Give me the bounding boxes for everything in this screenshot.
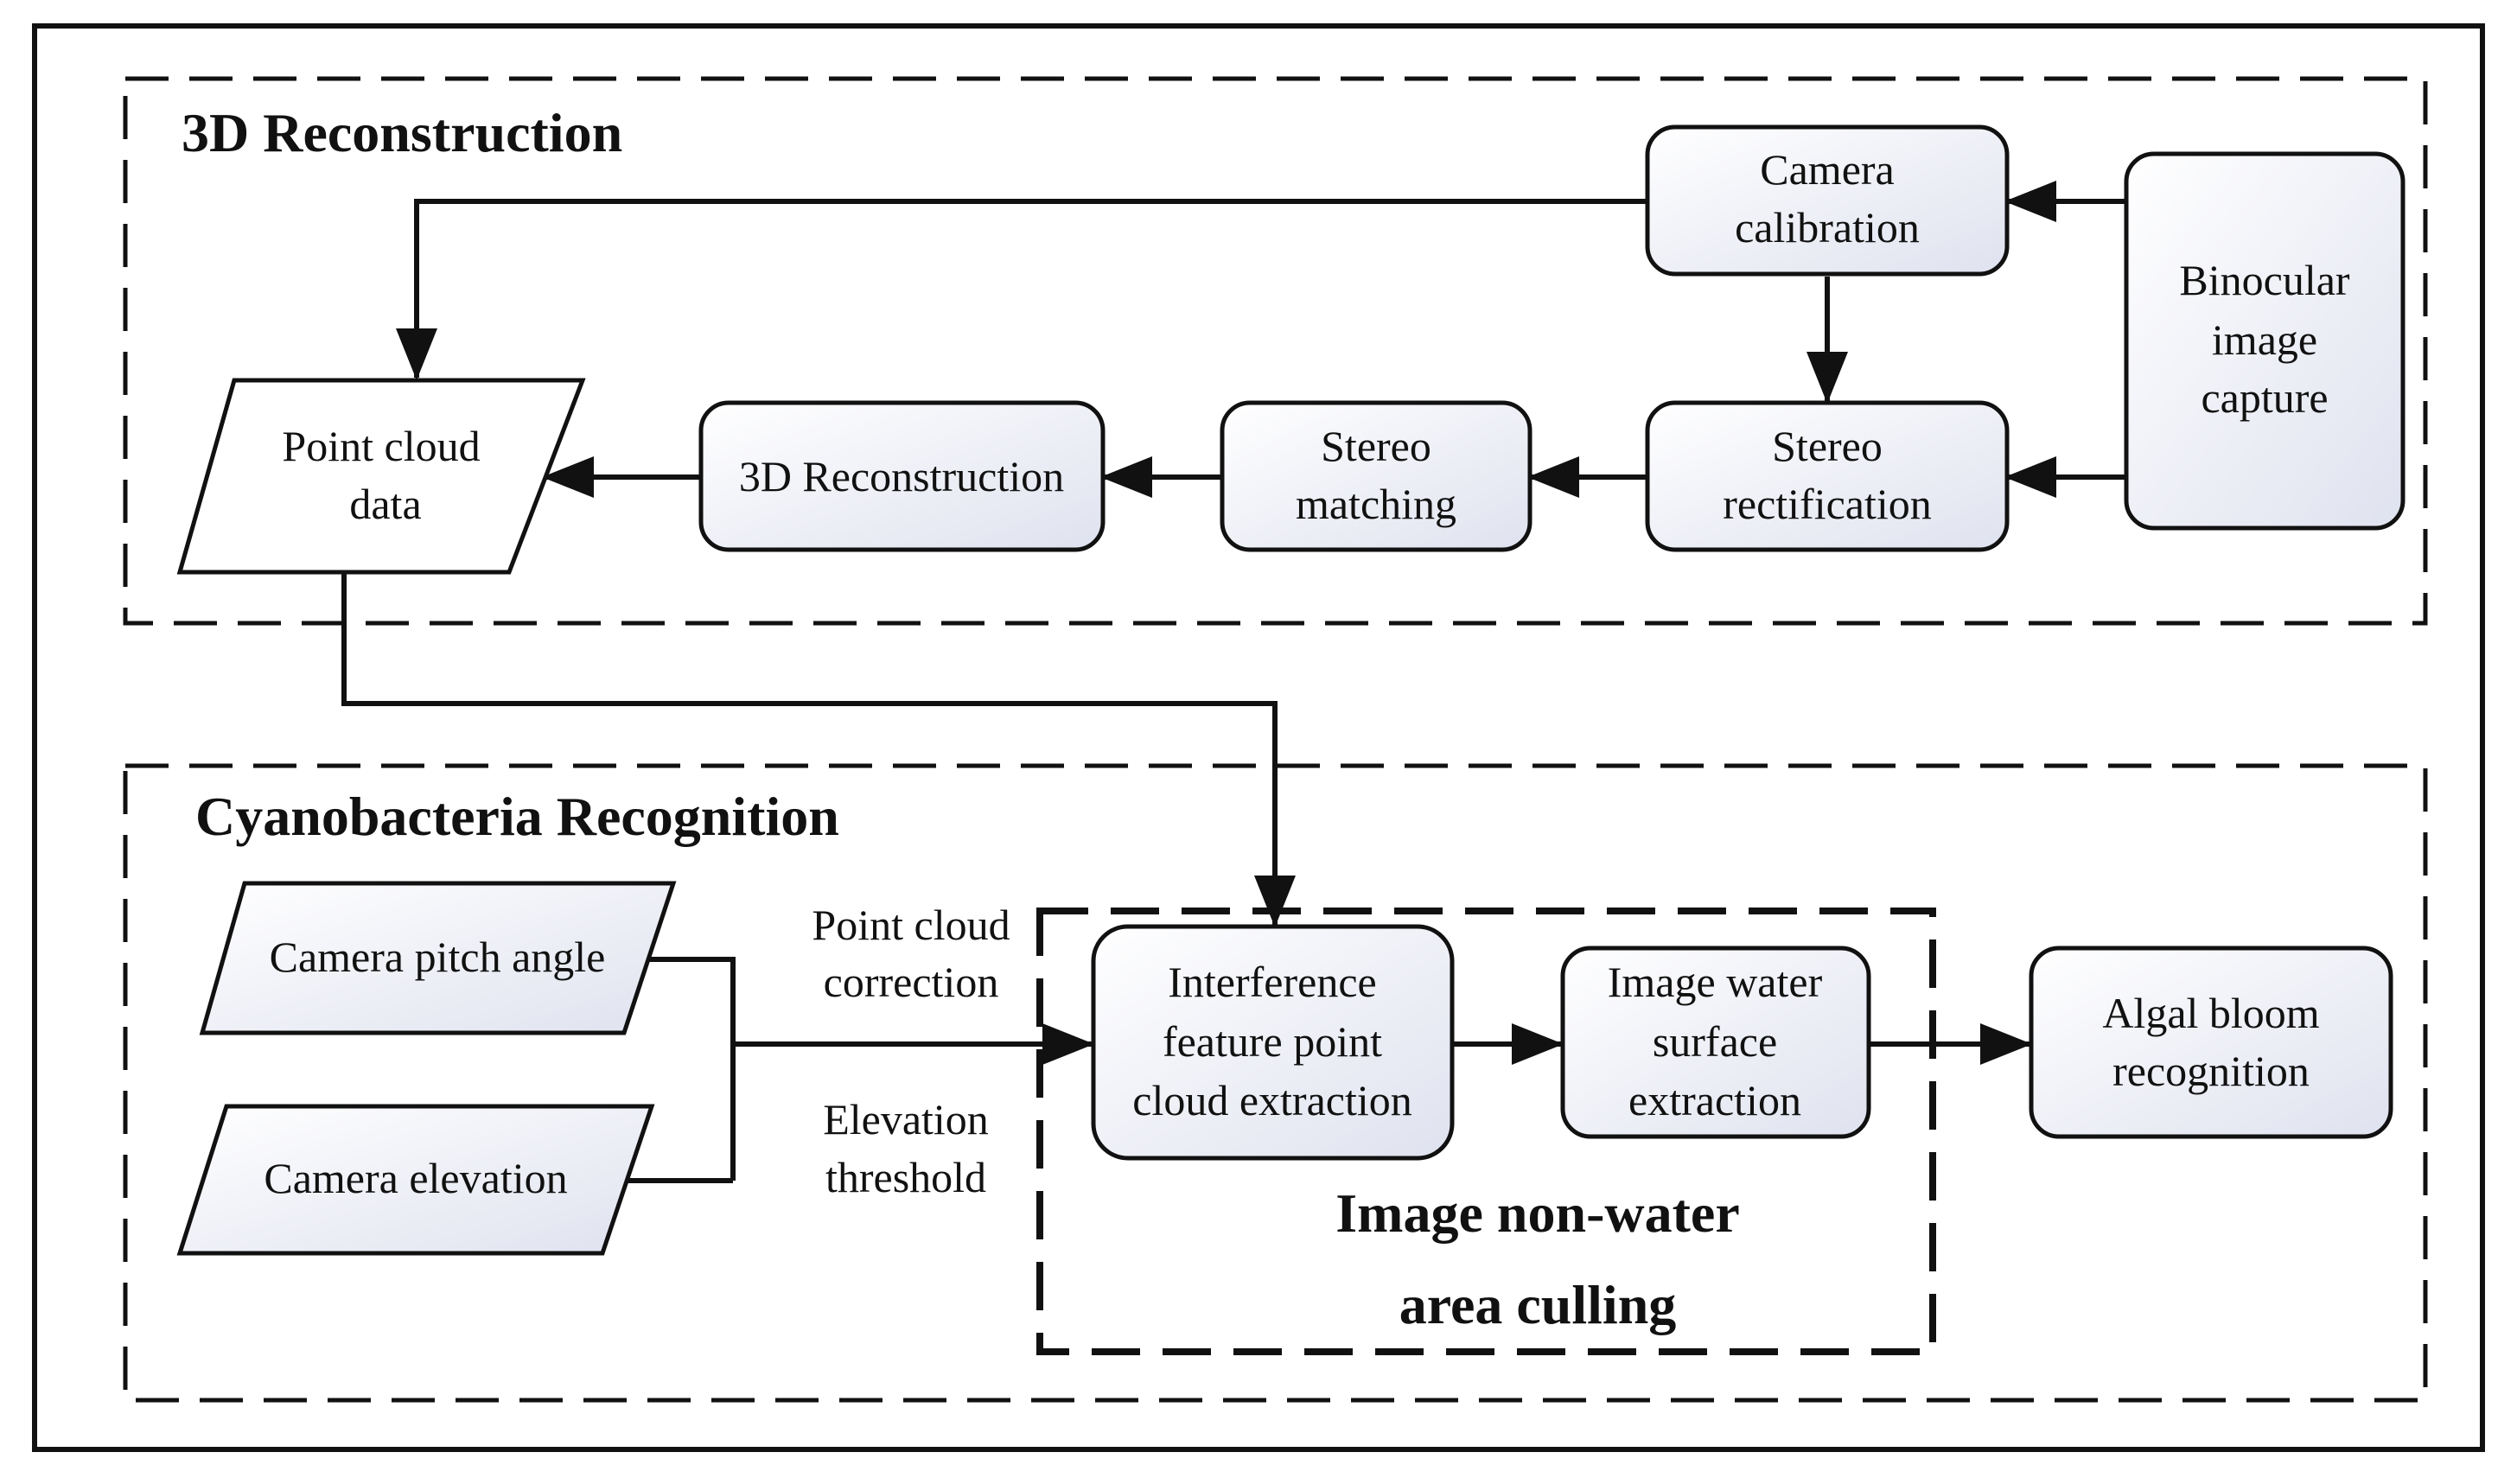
node-camera-calibration-line1: Camera bbox=[1760, 145, 1894, 194]
edge-calibration-to-pointcloud bbox=[396, 199, 1647, 380]
node-binocular-line3: capture bbox=[2201, 373, 2328, 422]
node-algal-bloom-recognition: Algal bloom recognition bbox=[2029, 946, 2393, 1139]
node-algal-bloom-line2: recognition bbox=[2112, 1047, 2310, 1095]
edge-pitch-angle-to-merge bbox=[643, 957, 736, 1181]
annotation-point-cloud-correction: Point cloud correction bbox=[812, 901, 1010, 1006]
outer-frame bbox=[32, 23, 2485, 1452]
node-water-surface-line2: surface bbox=[1653, 1017, 1777, 1066]
annotation-point-cloud-correction-line2: correction bbox=[824, 958, 999, 1006]
node-point-cloud-data-line1: Point cloud bbox=[282, 422, 480, 470]
node-3d-reconstruction: 3D Reconstruction bbox=[698, 400, 1106, 552]
annotation-elevation-threshold-line2: threshold bbox=[825, 1153, 986, 1201]
node-water-surface-line3: extraction bbox=[1628, 1076, 1801, 1124]
group-cyanobacteria-recognition-title: Cyanobacteria Recognition bbox=[195, 786, 839, 847]
group-cyanobacteria-recognition: Cyanobacteria Recognition bbox=[123, 763, 2428, 1403]
annotation-elevation-threshold-line1: Elevation bbox=[823, 1095, 989, 1143]
node-stereo-rectification-line2: rectification bbox=[1723, 480, 1932, 528]
node-water-surface-line1: Image water bbox=[1608, 958, 1823, 1006]
group-non-water-culling: Image non-water area culling bbox=[1036, 908, 1936, 1355]
node-interference-line2: feature point bbox=[1163, 1017, 1382, 1066]
node-camera-pitch-angle: Camera pitch angle bbox=[199, 881, 677, 1035]
node-interference-line3: cloud extraction bbox=[1132, 1076, 1412, 1124]
node-3d-reconstruction-line1: 3D Reconstruction bbox=[739, 452, 1064, 500]
group-non-water-culling-title-line2: area culling bbox=[1399, 1274, 1677, 1335]
node-stereo-matching: Stereo matching bbox=[1220, 400, 1533, 552]
annotation-point-cloud-correction-line1: Point cloud bbox=[812, 901, 1010, 949]
node-camera-pitch-angle-line1: Camera pitch angle bbox=[270, 933, 606, 981]
node-stereo-matching-line2: matching bbox=[1296, 480, 1456, 528]
node-binocular-image-capture: Binocular image capture bbox=[2124, 151, 2405, 531]
edge-pointcloud-to-interference bbox=[341, 570, 1296, 927]
node-point-cloud-data-line2: data bbox=[349, 480, 421, 528]
node-camera-elevation: Camera elevation bbox=[176, 1104, 655, 1256]
node-camera-elevation-line1: Camera elevation bbox=[264, 1154, 567, 1202]
node-camera-calibration-line2: calibration bbox=[1735, 203, 1920, 252]
node-interference-line1: Interference bbox=[1168, 958, 1376, 1006]
node-algal-bloom-line1: Algal bloom bbox=[2102, 989, 2319, 1037]
node-stereo-rectification: Stereo rectification bbox=[1645, 400, 2010, 552]
node-interference-feature-extraction: Interference feature point cloud extract… bbox=[1091, 924, 1455, 1161]
edges bbox=[341, 181, 2126, 1183]
group-3d-reconstruction-title: 3D Reconstruction bbox=[182, 102, 622, 163]
node-stereo-matching-line1: Stereo bbox=[1321, 422, 1431, 470]
node-binocular-line1: Binocular bbox=[2179, 256, 2350, 304]
node-point-cloud-data: Point cloud data bbox=[176, 378, 586, 575]
node-stereo-rectification-line1: Stereo bbox=[1772, 422, 1883, 470]
group-non-water-culling-title-line1: Image non-water bbox=[1335, 1182, 1739, 1244]
node-camera-calibration: Camera calibration bbox=[1645, 124, 2010, 277]
node-water-surface-extraction: Image water surface extraction bbox=[1560, 946, 1871, 1139]
group-3d-reconstruction: 3D Reconstruction bbox=[123, 76, 2428, 626]
annotation-elevation-threshold: Elevation threshold bbox=[823, 1095, 989, 1201]
node-binocular-line2: image bbox=[2212, 315, 2317, 364]
